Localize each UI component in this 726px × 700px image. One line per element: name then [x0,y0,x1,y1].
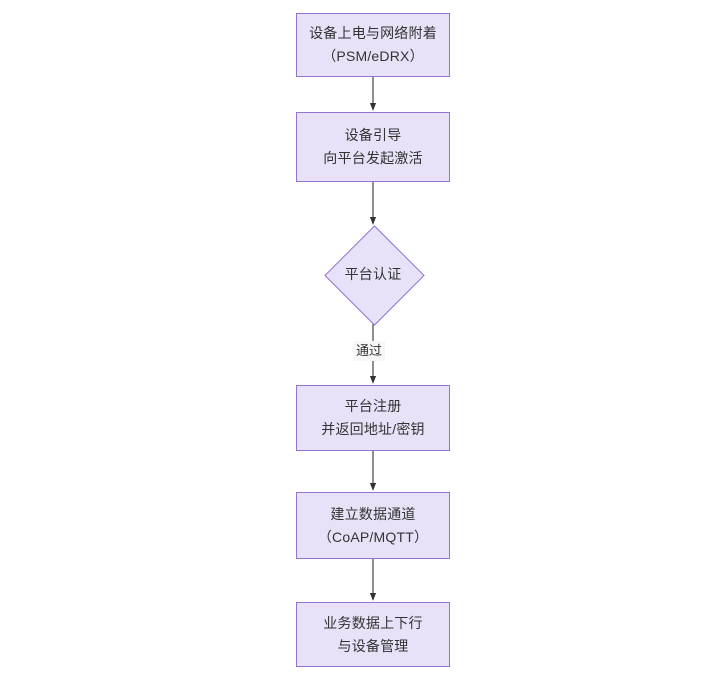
flow-node-device-bootstrap-line-1: 设备引导 [344,127,402,143]
flow-node-business-data-line-2: 与设备管理 [337,637,409,654]
flow-node-business-data-line-1: 业务数据上下行 [323,614,423,631]
edge-label-pass: 通过 [353,341,386,361]
flow-node-business-data[interactable]: 业务数据上下行 与设备管理 [296,602,450,667]
flow-node-device-bootstrap-line-2: 向平台发起激活 [323,150,423,166]
flow-node-data-channel[interactable]: 建立数据通道 （CoAP/MQTT） [296,492,450,559]
flow-node-device-bootstrap[interactable]: 设备引导 向平台发起激活 [296,112,450,182]
flow-node-power-on[interactable]: 设备上电与网络附着 （PSM/eDRX） [296,13,450,77]
flow-node-platform-register-line-1: 平台注册 [344,398,402,414]
flow-node-platform-auth-label: 平台认证 [344,266,402,282]
flow-node-platform-register[interactable]: 平台注册 并返回地址/密钥 [296,385,450,451]
flow-node-data-channel-line-2: （CoAP/MQTT） [317,528,429,545]
flow-node-platform-register-line-2: 并返回地址/密钥 [321,421,425,437]
flow-node-power-on-line-1: 设备上电与网络附着 [309,25,437,41]
flow-node-data-channel-line-1: 建立数据通道 [330,505,416,522]
flow-node-power-on-line-2: （PSM/eDRX） [322,48,424,64]
flow-node-platform-auth-decision[interactable]: 平台认证 [323,225,425,326]
